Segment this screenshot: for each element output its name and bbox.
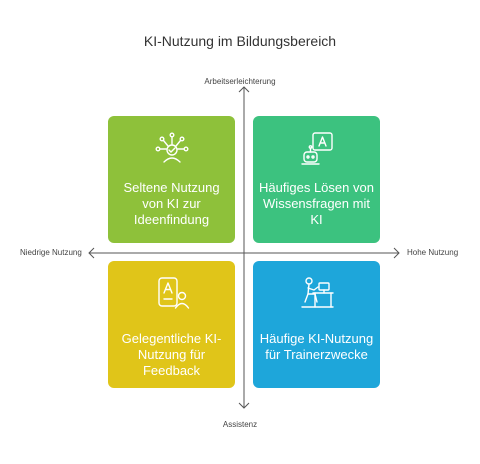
axis-label-bottom: Assistenz [222,420,258,429]
axis-label-top: Arbeitserleichterung [204,77,276,86]
arrow-left [88,247,95,259]
arrow-right [393,247,400,259]
quadrant-bottom-left: Gelegentliche KI-Nutzung für Feedback [108,261,235,388]
quadrant-bottom-left-text: Gelegentliche KI-Nutzung für Feedback [121,331,222,378]
document-feedback-icon [157,277,189,309]
quadrant-top-right-text: Häufiges Lösen von Wissensfragen mit KI [259,180,374,227]
quadrant-top-left: Seltene Nutzung von KI zur Ideenfindung [108,116,235,243]
robot-answer-icon [300,132,333,165]
person-at-desk-icon [300,277,334,308]
chart-title: KI-Nutzung im Bildungsbereich [143,33,337,49]
axis-label-right: Hohe Nutzung [407,248,459,257]
axis-label-left: Niedrige Nutzung [20,248,82,257]
arrow-down [238,402,250,409]
idea-network-icon [155,132,189,163]
quadrant-bottom-right-text: Häufige KI-Nutzung für Trainerzwecke [259,331,374,362]
arrow-up [238,86,250,93]
quadrant-top-left-text: Seltene Nutzung von KI zur Ideenfindung [123,180,220,227]
quadrant-bottom-right: Häufige KI-Nutzung für Trainerzwecke [253,261,380,388]
quadrant-top-right: Häufiges Lösen von Wissensfragen mit KI [253,116,380,243]
